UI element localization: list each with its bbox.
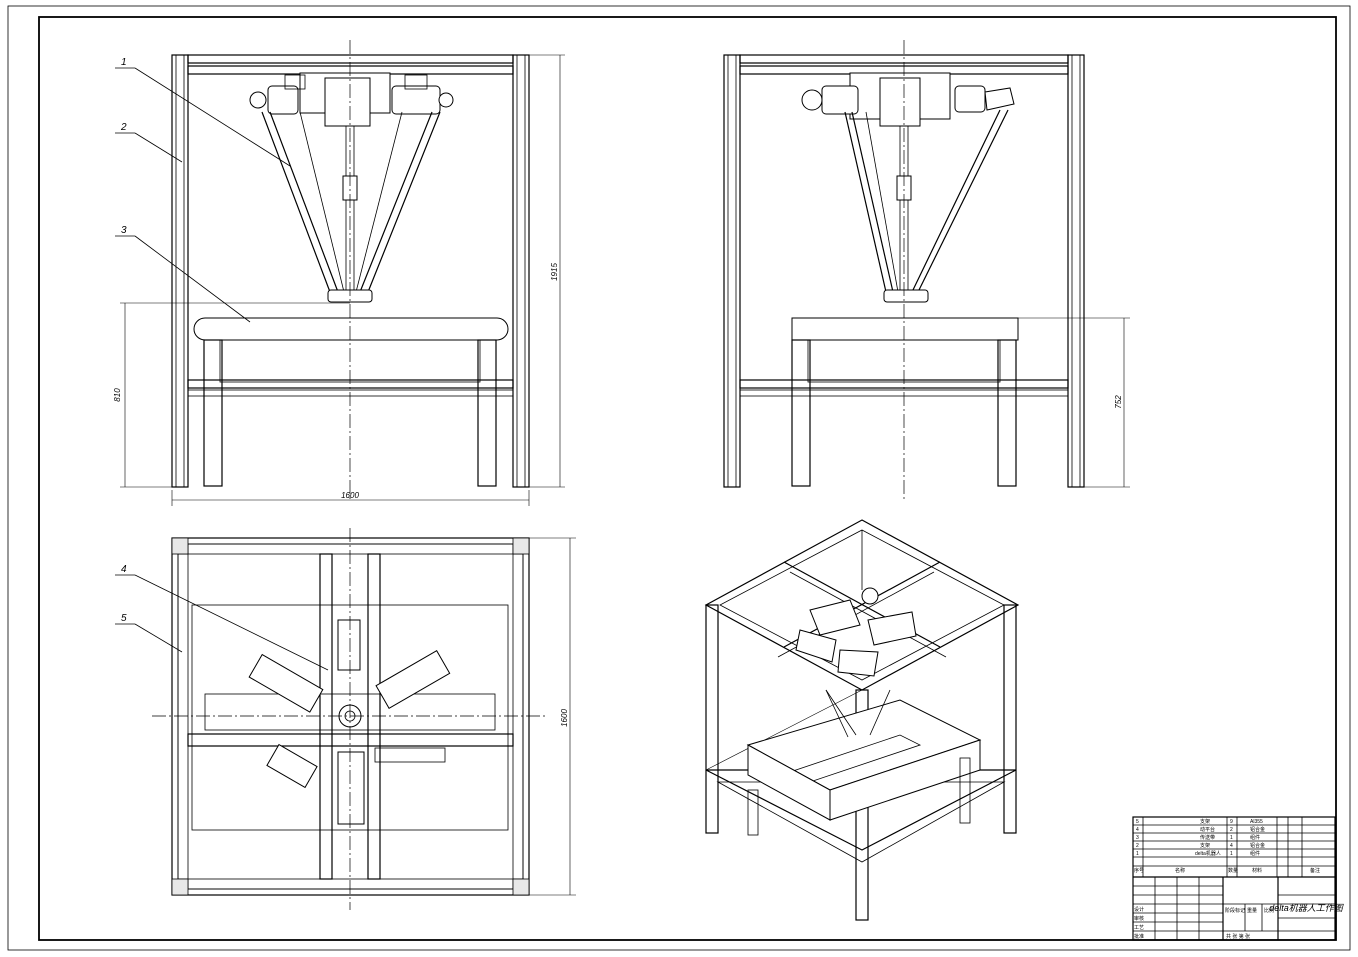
dim-front-width: 1600 [341,491,359,500]
part-row-5-material: Al355 [1250,819,1263,825]
parts-header-no: 序号 [1134,867,1144,874]
balloon-5: 5 [121,613,127,624]
part-row-5-no: 5 [1136,819,1139,825]
parts-header-name: 名称 [1175,867,1185,874]
drawing-title: delta机器人工作图 [1269,903,1345,913]
part-row-2-name: 支架 [1200,842,1210,849]
part-row-1-qty: 1 [1230,851,1233,857]
dim-top-depth: 1600 [560,709,569,727]
label-check: 审核 [1134,915,1144,922]
title-block [1132,816,1336,941]
part-row-2-no: 2 [1136,843,1139,849]
label-stage: 阶段标记 [1225,907,1245,914]
leader-lines-front [115,67,291,323]
label-weight: 重量 [1247,907,1257,914]
side-view [723,40,1130,500]
label-sheet: 共 张 第 张 [1226,933,1250,940]
inner-border [38,16,1337,941]
front-view [120,40,565,506]
part-row-3-no: 3 [1136,835,1139,841]
part-row-4-no: 4 [1136,827,1139,833]
parts-header-qty: 数量 [1228,867,1238,874]
leader-lines-top [115,574,329,671]
balloon-4: 4 [121,564,127,575]
part-row-5-qty: 9 [1230,819,1233,825]
part-row-2-material: 铝合金 [1250,842,1265,849]
balloon-3: 3 [121,225,127,236]
part-row-1-material: 组件 [1250,850,1260,857]
part-row-3-qty: 1 [1230,835,1233,841]
label-approve: 批准 [1134,933,1144,940]
part-row-5-name: 支架 [1200,818,1210,825]
part-row-1-no: 1 [1136,851,1139,857]
dim-side-table-height: 752 [1114,395,1123,409]
part-row-2-qty: 4 [1230,843,1233,849]
balloon-1: 1 [121,57,127,68]
label-process: 工艺 [1134,925,1144,931]
part-row-3-material: 组件 [1250,834,1260,841]
balloon-2: 2 [120,122,127,133]
part-row-1-name: delta机器人 [1195,850,1221,857]
parts-header-note: 备注 [1310,867,1320,874]
label-design: 设计 [1134,906,1144,913]
label-scale: 比例 [1264,907,1274,914]
dim-front-height: 1915 [550,263,559,281]
part-row-3-name: 传送带 [1200,834,1215,841]
part-row-4-name: 动平台 [1200,826,1215,833]
top-view [152,528,576,910]
outer-border [7,5,1351,951]
dim-front-table-height: 810 [113,388,122,402]
isometric-view [704,519,1020,921]
part-row-4-qty: 2 [1230,827,1233,833]
part-row-4-material: 铝合金 [1250,826,1265,833]
parts-header-material: 材料 [1252,867,1262,874]
